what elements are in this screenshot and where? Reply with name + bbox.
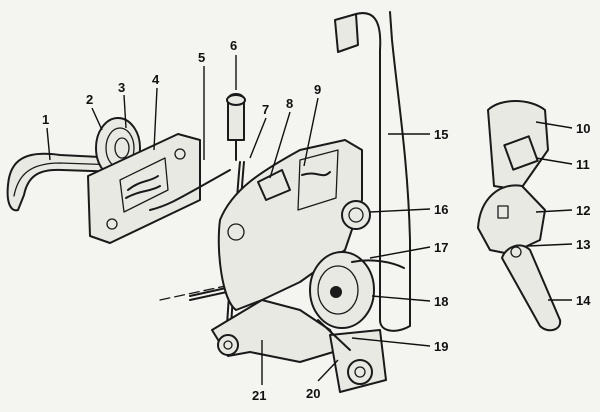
retainer-spring — [341, 200, 371, 230]
lower-lever-bracket — [211, 299, 387, 393]
leader-lines — [46, 55, 573, 385]
callout-9: 9 — [314, 82, 321, 97]
callout-10: 10 — [576, 121, 590, 136]
callout-13: 13 — [576, 237, 590, 252]
callout-14: 14 — [576, 293, 591, 308]
callout-17: 17 — [434, 240, 448, 255]
callout-7: 7 — [262, 102, 269, 117]
callout-18: 18 — [434, 294, 448, 309]
callout-8: 8 — [286, 96, 293, 111]
callout-3: 3 — [118, 80, 125, 95]
callout-2: 2 — [86, 92, 93, 107]
callout-15: 15 — [434, 127, 448, 142]
rotor-wheel — [309, 251, 405, 329]
outer-door-handle — [6, 152, 123, 212]
callout-12: 12 — [576, 203, 590, 218]
callout-5: 5 — [198, 50, 205, 65]
handle-mounting-plate — [87, 133, 231, 244]
callout-21: 21 — [252, 388, 266, 403]
callout-16: 16 — [434, 202, 448, 217]
callout-11: 11 — [576, 157, 590, 172]
callout-6: 6 — [230, 38, 237, 53]
pawl-lever — [227, 169, 291, 241]
latch-assembly — [477, 100, 562, 332]
lock-housing — [217, 11, 411, 332]
callout-1: 1 — [42, 112, 49, 127]
callout-20: 20 — [306, 386, 320, 401]
callout-labels: 1 2 3 4 5 6 7 8 9 10 11 12 13 14 15 16 1… — [42, 38, 591, 403]
callout-19: 19 — [434, 339, 448, 354]
callout-4: 4 — [152, 72, 160, 87]
lock-button-rod — [226, 93, 246, 161]
